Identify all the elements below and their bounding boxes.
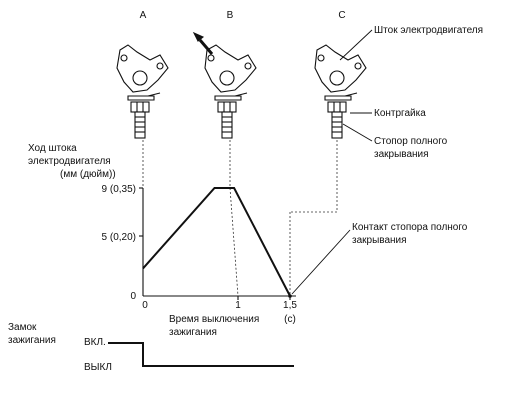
x-tick-0: 0 [142, 300, 148, 311]
mechanism-b-illustration [192, 31, 257, 139]
callout-leaders [291, 29, 373, 295]
x-tick-1: 1 [235, 300, 241, 311]
mechanism-a-illustration [116, 44, 169, 139]
contact-point [288, 294, 292, 298]
y-axis-title-1: Ход штока [28, 143, 77, 154]
full-close-stop-label-1: Стопор полного [374, 136, 448, 147]
ignition-signal-line [108, 342, 294, 367]
x-unit-label: (с) [284, 314, 296, 325]
y-axis-title-2: электродвигателя [28, 156, 111, 167]
chart-axes [139, 187, 296, 300]
x-tick-1-5: 1,5 [283, 300, 297, 311]
contact-label-2: закрывания [352, 235, 407, 246]
y-axis-units: (мм (дюйм)) [60, 169, 116, 180]
ignition-off-label: ВЫКЛ [84, 362, 112, 373]
contact-label-1: Контакт стопора полного [352, 222, 468, 233]
full-close-stop-label-2: закрывания [374, 149, 429, 160]
label-c: C [338, 10, 345, 21]
lock-nut-label: Контргайка [374, 108, 426, 119]
y-tick-5: 5 (0,20) [102, 232, 136, 243]
ignition-label-1: Замок [8, 322, 37, 333]
label-b: B [227, 10, 234, 21]
y-tick-0: 0 [130, 291, 136, 302]
x-axis-title-1: Время выключения [169, 314, 259, 325]
y-tick-9: 9 (0,35) [102, 184, 136, 195]
rod-stroke-line [142, 187, 291, 297]
motor-rod-label: Шток электродвигателя [374, 25, 483, 36]
label-a: A [140, 10, 147, 21]
guide-lines [142, 140, 338, 297]
mechanism-c-illustration [314, 44, 367, 139]
ignition-on-label: ВКЛ. [84, 337, 106, 348]
ignition-label-2: зажигания [8, 335, 56, 346]
x-axis-title-2: зажигания [169, 327, 217, 338]
